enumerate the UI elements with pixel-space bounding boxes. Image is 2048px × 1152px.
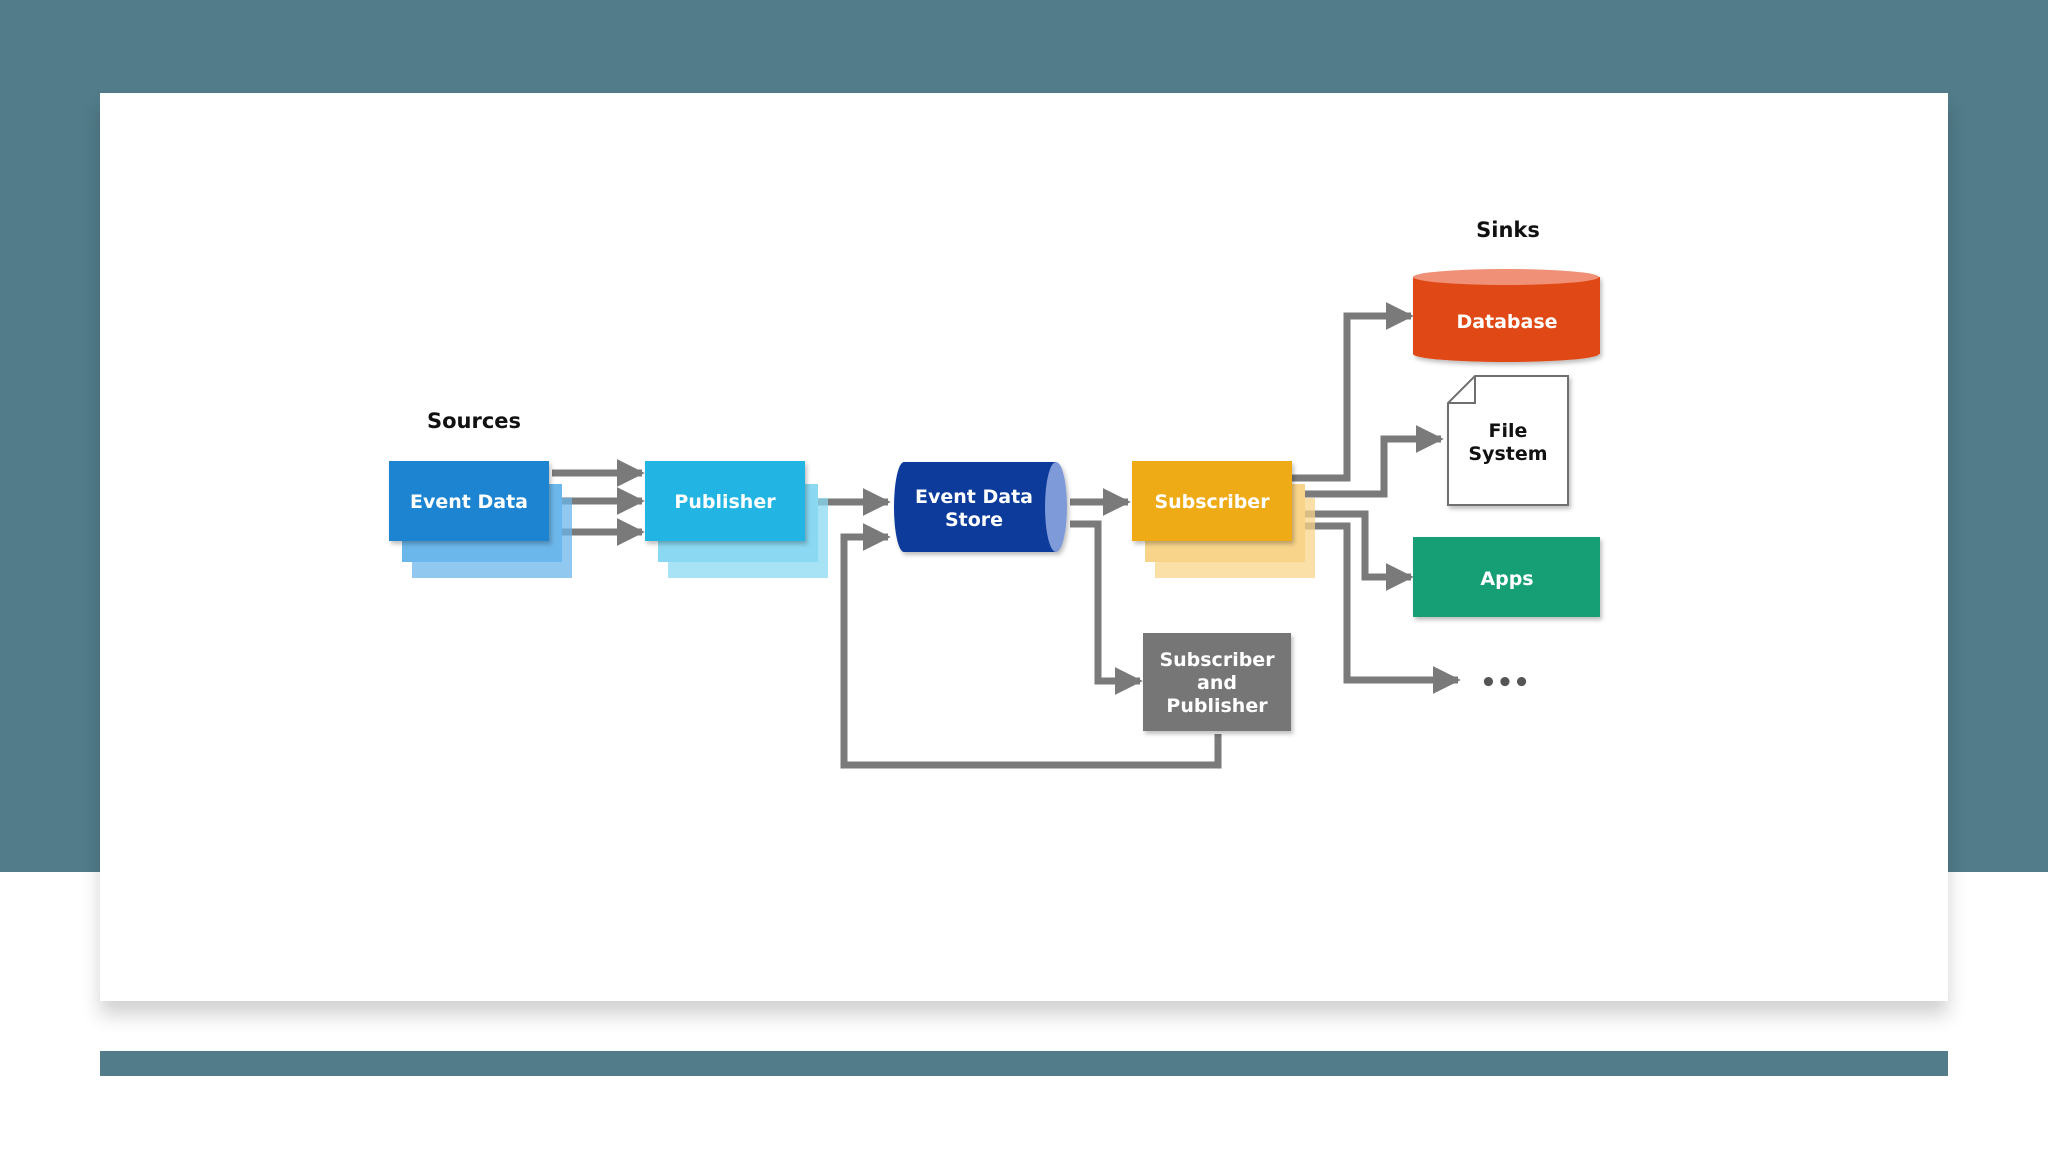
event-data-label: Event Data [410,491,528,513]
store-label-line2: Store [945,509,1003,531]
file-system-node: File System [1447,375,1569,506]
arrow-subscriber-to-database [1292,302,1414,482]
arrow-subscriber-to-more [1292,522,1461,694]
store-left-end [894,462,914,552]
more-ellipsis: ••• [1480,668,1530,698]
file-dog-ear [1448,376,1476,404]
apps-box [1413,537,1600,617]
subscriber-label: Subscriber [1154,491,1270,513]
file-system-label-line1: File [1489,420,1528,442]
subscriber-box [1132,461,1292,541]
footer-bar [100,1051,1948,1076]
database-label: Database [1456,311,1557,333]
subscriber-publisher-node: Subscriber and Publisher [1143,633,1291,731]
subpub-box [1143,633,1291,731]
arrow-subpub-loop-back [840,523,1222,769]
event-data-store-node: Event Data Store [894,462,1067,552]
publisher-box [645,461,805,541]
arrow-subscriber-to-filesystem [1292,425,1444,498]
store-label-line1: Event Data [915,486,1033,508]
file-system-label-line2: System [1468,443,1547,465]
database-top [1413,269,1599,285]
subpub-label-line2: and [1197,672,1237,694]
database-bottom [1413,346,1599,362]
arrow-store-to-subpub [1070,520,1143,695]
publisher-node: Publisher [645,461,828,578]
subpub-label-line3: Publisher [1166,695,1268,717]
event-data-node: Event Data [389,461,572,578]
subscriber-node: Subscriber [1132,461,1315,578]
apps-label: Apps [1480,568,1533,590]
publisher-label: Publisher [674,491,776,513]
database-node: Database [1413,269,1600,362]
apps-node: Apps [1413,537,1600,617]
store-body [904,462,1056,552]
sinks-heading: Sinks [1476,218,1540,242]
subpub-label-line1: Subscriber [1159,649,1275,671]
arrow-subscriber-to-apps [1292,510,1414,591]
sources-heading: Sources [427,409,521,433]
event-data-box [389,461,549,541]
store-right-end [1045,462,1067,552]
database-body [1413,277,1600,354]
file-document-icon [1447,375,1569,506]
